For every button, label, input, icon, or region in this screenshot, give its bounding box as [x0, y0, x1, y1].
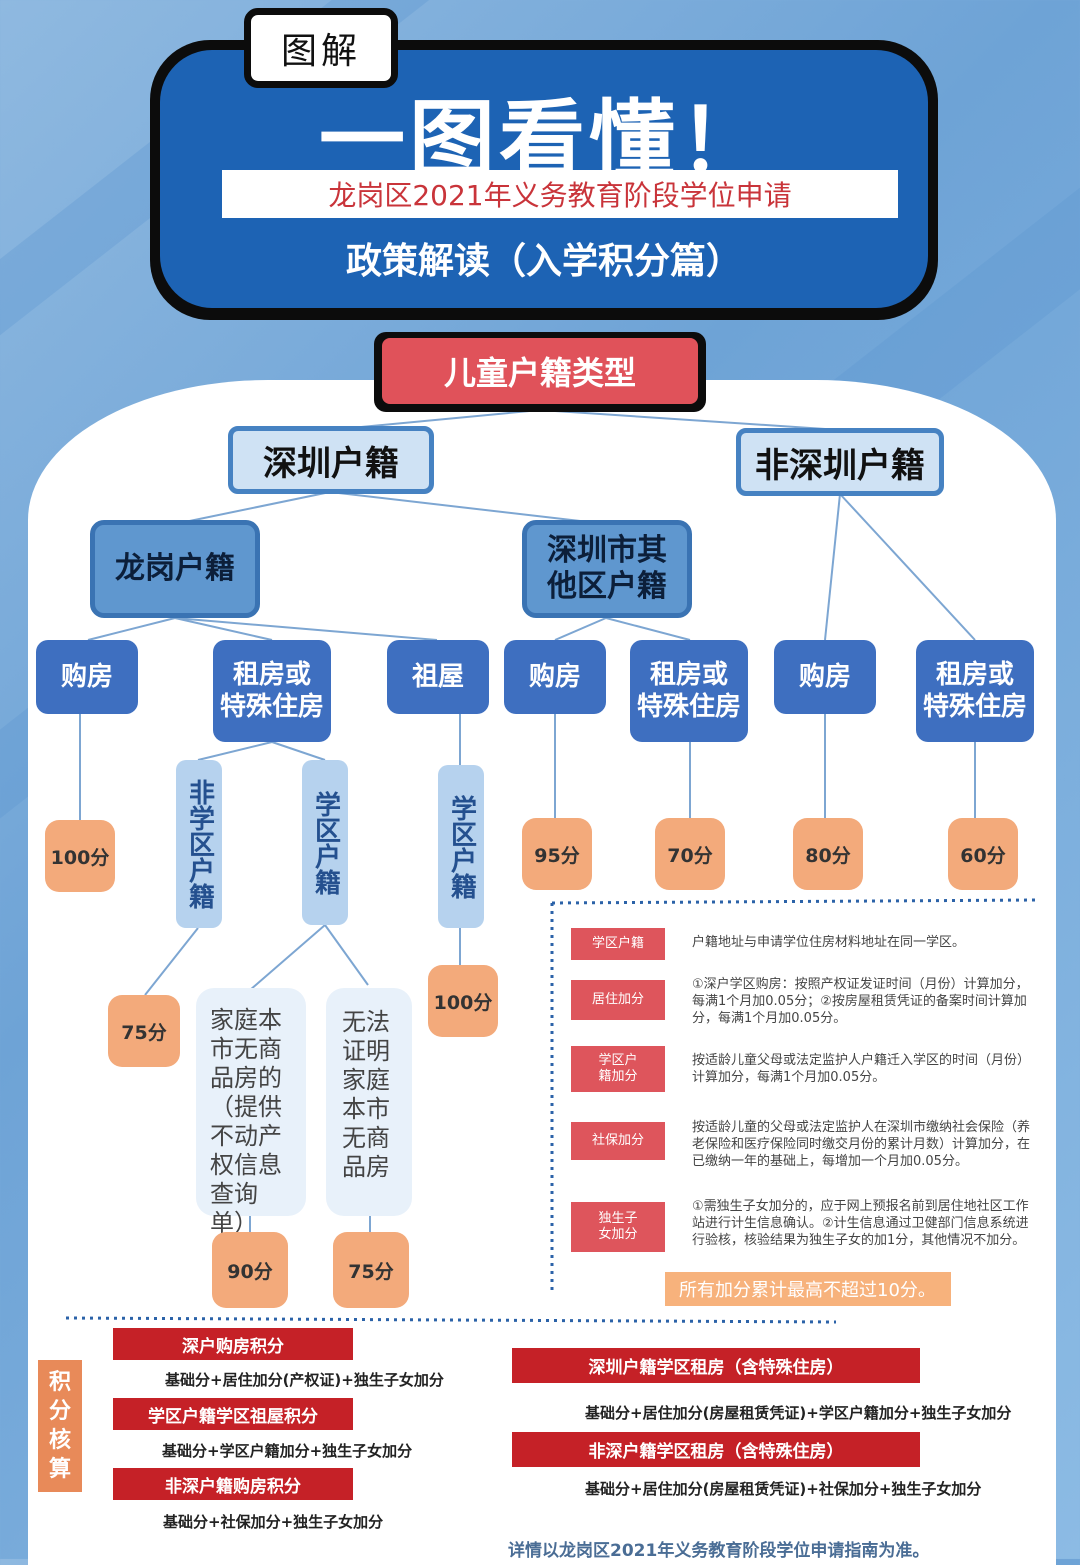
legend-label-social-insurance: 社保加分: [571, 1122, 665, 1160]
node-label-line2: 特殊住房: [922, 692, 1027, 722]
node-lg-rent: 租房或 特殊住房: [213, 640, 331, 742]
tag-label: 图解: [244, 8, 398, 88]
node-non-shenzhen-hukou: 非深圳户籍: [736, 428, 944, 496]
legend-label-district: 学区户籍: [571, 928, 665, 960]
score-lg-buy: 100分: [45, 820, 115, 892]
node-label-line2: 他区户籍: [547, 569, 667, 604]
score-non-district: 75分: [108, 995, 180, 1067]
legend-text-social-insurance: 按适龄儿童的父母或法定监护人在深圳市缴纳社会保险（养老保险和医疗保险同时缴交月份…: [692, 1120, 1031, 1169]
node-other-buy: 购房: [504, 640, 606, 714]
score-other-rent: 70分: [655, 818, 725, 890]
legend-text-district: 户籍地址与申请学位住房材料地址在同一学区。: [692, 935, 966, 950]
node-district-hukou-ancestral: 学区户籍: [438, 765, 484, 928]
formula-title-nsz-buy: 非深户籍购房积分: [113, 1468, 353, 1500]
formula-ancestral: 基础分+学区户籍加分+独生子女加分: [162, 1442, 413, 1460]
calc-side-label: 积分核算: [38, 1360, 82, 1492]
node-label-line1: 租房或: [649, 660, 728, 690]
formula-nsz-buy: 基础分+社保加分+独生子女加分: [163, 1513, 384, 1531]
legend-label-residence: 居住加分: [571, 980, 665, 1020]
formula-title-ancestral: 学区户籍学区祖屋积分: [113, 1398, 353, 1430]
subtitle: 龙岗区2021年义务教育阶段学位申请: [222, 170, 898, 218]
score-ancestral-district: 100分: [428, 965, 498, 1037]
node-nsz-buy: 购房: [774, 640, 876, 714]
formula-nsz-rent: 基础分+居住加分(房屋租赁凭证)+社保加分+独生子女加分: [585, 1480, 982, 1498]
node-label-line1: 租房或: [232, 660, 311, 690]
legend-text-only-child: ①需独生子女加分的，应于网上预报名前到居住地社区工作站进行计生信息确认。②计生信…: [692, 1199, 1029, 1248]
node-label-line1: 租房或: [935, 660, 1014, 690]
node-lg-buy: 购房: [36, 640, 138, 714]
node-label-line1: 深圳市其: [547, 533, 667, 568]
formula-title-sz-buy: 深户购房积分: [113, 1328, 353, 1360]
root-node: 儿童户籍类型: [382, 338, 698, 404]
formula-sz-rent: 基础分+居住加分(房屋租赁凭证)+学区户籍加分+独生子女加分: [585, 1404, 1012, 1422]
note-no-property-proof: 家庭本市无商品房的（提供不动产权信息查询单）: [196, 988, 306, 1237]
legend-text-district-bonus: 按适龄儿童父母或法定监护人户籍迁入学区的时间（月份）计算加分，每满1个月加0.0…: [692, 1053, 1031, 1085]
score-nsz-buy: 80分: [793, 818, 863, 890]
node-label-line2: 特殊住房: [636, 692, 741, 722]
node-label-line2: 特殊住房: [219, 692, 324, 722]
formula-title-sz-rent: 深圳户籍学区租房（含特殊住房）: [512, 1348, 920, 1383]
score-no-property: 90分: [212, 1232, 288, 1308]
formula-sz-buy: 基础分+居住加分(产权证)+独生子女加分: [165, 1371, 444, 1389]
node-other-rent: 租房或 特殊住房: [630, 640, 748, 742]
formula-title-nsz-rent: 非深户籍学区租房（含特殊住房）: [512, 1432, 920, 1467]
legend-label-only-child: 独生子女加分: [571, 1202, 665, 1252]
legend-text-residence: ①深户学区购房：按照产权证发证时间（月份）计算加分，每满1个月加0.05分；②按…: [692, 977, 1029, 1026]
node-shenzhen-hukou: 深圳户籍: [228, 426, 434, 494]
node-longgang-hukou: 龙岗户籍: [90, 520, 260, 618]
node-shenzhen-other-hukou: 深圳市其 他区户籍: [522, 520, 692, 618]
footer-note: 详情以龙岗区2021年义务教育阶段学位申请指南为准。: [508, 1541, 930, 1561]
score-cannot-prove: 75分: [333, 1232, 409, 1308]
legend-label-district-bonus: 学区户籍加分: [571, 1046, 665, 1092]
cap-note: 所有加分累计最高不超过10分。: [665, 1272, 951, 1306]
node-district-hukou: 学区户籍: [302, 760, 348, 925]
score-other-buy: 95分: [522, 818, 592, 890]
score-nsz-rent: 60分: [948, 818, 1018, 890]
subtitle-2: 政策解读（入学积分篇）: [345, 241, 742, 282]
node-non-district: 非学区户籍: [176, 760, 222, 928]
node-lg-ancestral: 祖屋: [387, 640, 489, 714]
node-nsz-rent: 租房或 特殊住房: [916, 640, 1034, 742]
note-cannot-prove: 无法证明家庭本市无商品房: [326, 988, 412, 1216]
